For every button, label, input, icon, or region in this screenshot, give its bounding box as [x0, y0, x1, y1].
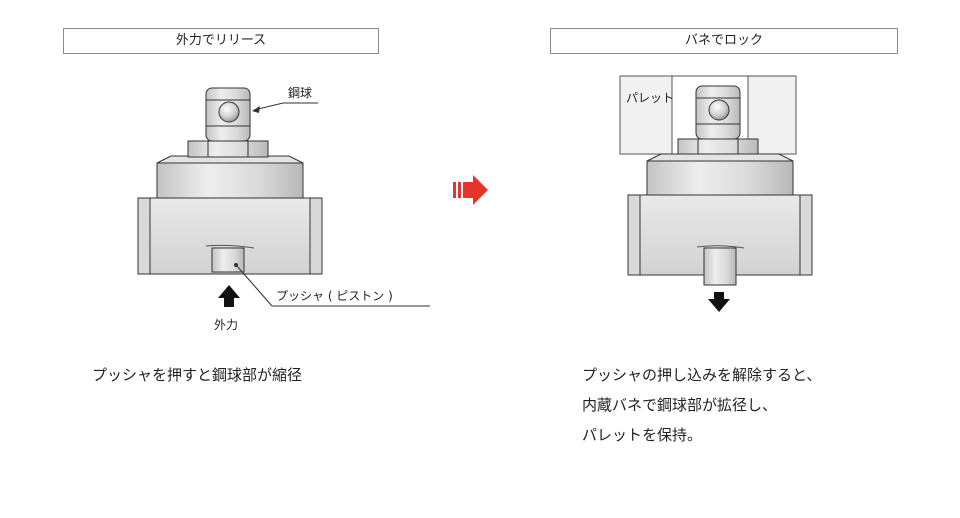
hex-nut [677, 138, 759, 155]
ball-label: 鋼球 [288, 86, 312, 100]
panel-title-lock: バネでロック [550, 28, 898, 54]
caption-lock-line-1: プッシャの押し込みを解除すると、 [582, 366, 822, 384]
pallet-label: パレット [626, 91, 674, 105]
pusher-label: プッシャ ( ピストン ) [276, 289, 393, 303]
hex-nut [187, 140, 269, 158]
base-flange-left [137, 197, 151, 275]
base-flange-left [627, 194, 641, 276]
right-arrow-icon [453, 175, 488, 205]
base-flange-right [799, 194, 813, 276]
panel-title-release: 外力でリリース [63, 28, 379, 54]
upper-body [646, 160, 794, 196]
external-force-label: 外力 [214, 318, 238, 332]
steel-ball [218, 101, 240, 123]
caption-lock: プッシャの押し込みを解除すると、 内蔵バネで鋼球部が拡径し、 パレットを保持。 [582, 360, 821, 450]
caption-lock-line-2: 内蔵バネで鋼球部が拡径し、 [582, 396, 778, 414]
upper-body-chamfer [156, 155, 304, 164]
up-arrow-icon [218, 285, 240, 307]
base-flange-right [309, 197, 323, 275]
caption-lock-line-3: パレットを保持。 [582, 426, 703, 444]
steel-ball [708, 99, 730, 121]
pusher-piston [703, 247, 737, 286]
down-arrow-icon [708, 292, 730, 312]
caption-release: プッシャを押すと鋼球部が縮径 [92, 366, 303, 384]
pusher-leader-line [236, 265, 273, 307]
upper-body-chamfer [646, 153, 794, 162]
upper-body [156, 162, 304, 199]
clamp-unit-lock: パレット [619, 75, 813, 312]
clamp-unit-release: 鋼球 プッシャ ( ピストン ) 外力 [137, 86, 430, 332]
